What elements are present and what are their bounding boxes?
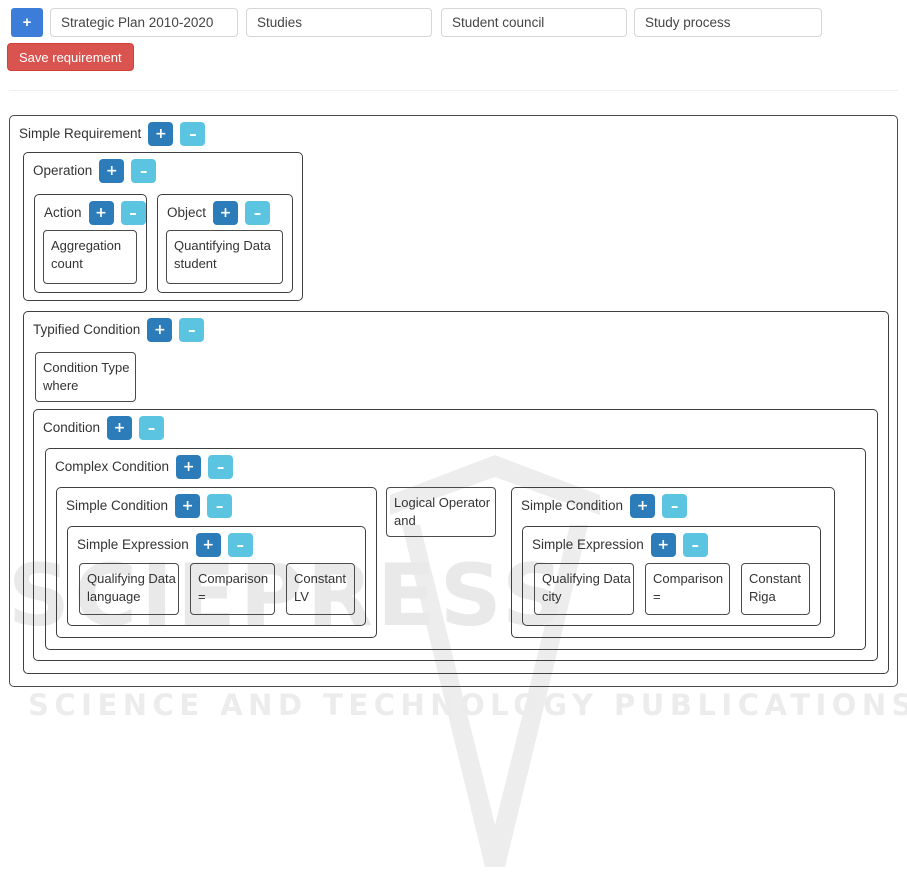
field-strategic-plan[interactable]: [50, 8, 238, 37]
simple-requirement-remove-button[interactable]: –: [180, 122, 206, 146]
simple-requirement-add-button[interactable]: +: [148, 122, 174, 146]
complex-condition-add-button[interactable]: +: [176, 455, 202, 479]
complex-condition-remove-button[interactable]: –: [208, 455, 234, 479]
simple-expression-right-label: Simple Expression: [532, 537, 644, 552]
constant-left-leaf-name: Constant: [294, 571, 347, 586]
condition-type-leaf-name: Condition Type: [43, 360, 130, 375]
comparison-right-leaf[interactable]: Comparison =: [645, 563, 730, 615]
simple-condition-left-remove-button[interactable]: –: [207, 494, 233, 518]
simple-condition-right-label: Simple Condition: [521, 498, 624, 513]
complex-condition-label: Complex Condition: [55, 459, 170, 474]
constant-right-leaf-value: Riga: [749, 589, 776, 604]
simple-condition-left-box: Simple Condition + –: [56, 487, 377, 638]
constant-right-leaf[interactable]: Constant Riga: [741, 563, 810, 615]
operation-box: Operation + –: [23, 152, 303, 301]
aggregation-leaf[interactable]: Aggregation count: [43, 230, 137, 284]
add-requirement-button[interactable]: +: [11, 8, 43, 37]
quantifying-data-object-leaf-name: Quantifying Data: [174, 238, 271, 253]
logical-operator-leaf-value: and: [394, 513, 416, 528]
aggregation-leaf-value: count: [51, 256, 83, 271]
quantifying-data-object-leaf-value: student: [174, 256, 217, 271]
condition-label: Condition: [43, 420, 101, 435]
qualifying-data-right-leaf-name: Qualifying Data: [542, 571, 631, 586]
simple-expression-left-remove-button[interactable]: –: [227, 533, 253, 557]
operation-header: Operation + –: [33, 159, 157, 183]
condition-type-leaf-value: where: [43, 378, 79, 393]
qualifying-data-right-leaf-value: city: [542, 589, 562, 604]
object-label: Object: [167, 205, 207, 220]
simple-condition-right-header: Simple Condition + –: [521, 494, 688, 518]
simple-expression-left-label: Simple Expression: [77, 537, 189, 552]
simple-expression-left-box: Simple Expression + –: [67, 526, 366, 626]
object-header: Object + –: [167, 201, 271, 225]
qualifying-data-left-leaf[interactable]: Qualifying Data language: [79, 563, 179, 615]
top-toolbar: + Save requirement: [0, 0, 907, 91]
simple-expression-right-add-button[interactable]: +: [650, 533, 676, 557]
typified-condition-add-button[interactable]: +: [147, 318, 173, 342]
operation-add-button[interactable]: +: [99, 159, 125, 183]
toolbar-divider: [9, 90, 898, 91]
typified-condition-remove-button[interactable]: –: [179, 318, 205, 342]
simple-requirement-header: Simple Requirement + –: [19, 122, 206, 146]
action-header: Action + –: [44, 201, 146, 225]
qualifying-data-left-leaf-name: Qualifying Data: [87, 571, 176, 586]
comparison-left-leaf-name: Comparison: [198, 571, 269, 586]
object-remove-button[interactable]: –: [245, 201, 271, 225]
simple-condition-right-add-button[interactable]: +: [630, 494, 656, 518]
aggregation-leaf-name: Aggregation: [51, 238, 122, 253]
condition-add-button[interactable]: +: [107, 416, 133, 440]
complex-condition-header: Complex Condition + –: [55, 455, 234, 479]
logical-operator-leaf[interactable]: Logical Operator and: [386, 487, 496, 537]
field-studies[interactable]: [246, 8, 432, 37]
comparison-left-leaf-value: =: [198, 589, 206, 604]
condition-type-leaf[interactable]: Condition Type where: [35, 352, 136, 402]
qualifying-data-right-leaf[interactable]: Qualifying Data city: [534, 563, 634, 615]
object-box: Object + –: [157, 194, 293, 293]
simple-expression-left-header: Simple Expression + –: [77, 533, 253, 557]
action-add-button[interactable]: +: [88, 201, 114, 225]
logical-operator-leaf-name: Logical Operator: [394, 495, 491, 510]
simple-condition-left-label: Simple Condition: [66, 498, 169, 513]
comparison-right-leaf-value: =: [653, 589, 661, 604]
action-remove-button[interactable]: –: [120, 201, 146, 225]
simple-expression-right-remove-button[interactable]: –: [682, 533, 708, 557]
constant-left-leaf[interactable]: Constant LV: [286, 563, 355, 615]
operation-label: Operation: [33, 163, 93, 178]
save-requirement-button[interactable]: Save requirement: [7, 43, 134, 71]
comparison-right-leaf-name: Comparison: [653, 571, 724, 586]
qualifying-data-left-leaf-value: language: [87, 589, 141, 604]
typified-condition-header: Typified Condition + –: [33, 318, 205, 342]
object-add-button[interactable]: +: [213, 201, 239, 225]
simple-requirement-label: Simple Requirement: [19, 126, 142, 141]
watermark-text-small: SCIENCE AND TECHNOLOGY PUBLICATIONS: [28, 688, 907, 722]
action-label: Action: [44, 205, 82, 220]
simple-condition-left-add-button[interactable]: +: [175, 494, 201, 518]
condition-header: Condition + –: [43, 416, 165, 440]
operation-remove-button[interactable]: –: [131, 159, 157, 183]
comparison-left-leaf[interactable]: Comparison =: [190, 563, 275, 615]
condition-remove-button[interactable]: –: [139, 416, 165, 440]
constant-right-leaf-name: Constant: [749, 571, 802, 586]
quantifying-data-object-leaf[interactable]: Quantifying Data student: [166, 230, 283, 284]
action-box: Action + –: [34, 194, 147, 293]
field-study-process[interactable]: [634, 8, 822, 37]
simple-expression-left-add-button[interactable]: +: [195, 533, 221, 557]
simple-condition-left-header: Simple Condition + –: [66, 494, 233, 518]
field-student-council[interactable]: [441, 8, 627, 37]
constant-left-leaf-value: LV: [294, 589, 309, 604]
typified-condition-label: Typified Condition: [33, 322, 141, 337]
simple-condition-right-remove-button[interactable]: –: [662, 494, 688, 518]
simple-expression-right-header: Simple Expression + –: [532, 533, 708, 557]
